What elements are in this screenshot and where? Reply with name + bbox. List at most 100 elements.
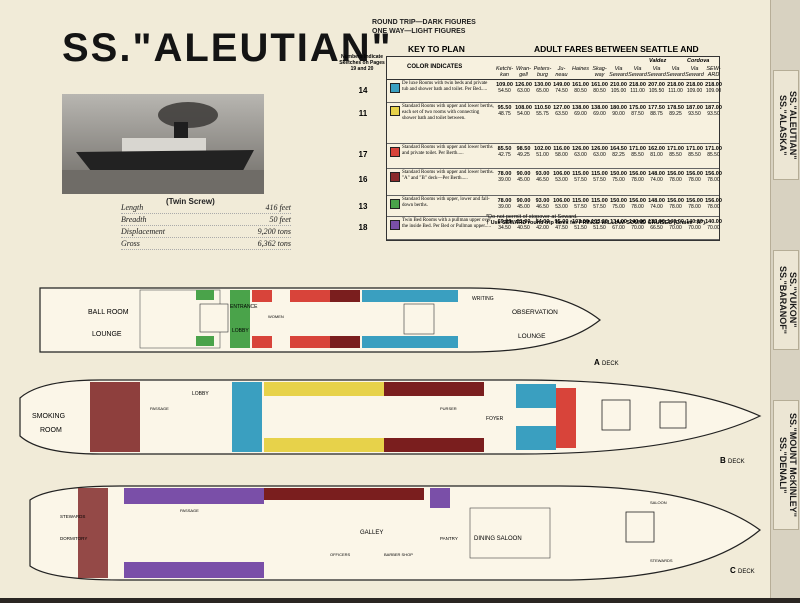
one-way-fare: 80.50 bbox=[574, 88, 587, 94]
one-way-fare: 48.75 bbox=[498, 111, 511, 117]
round-trip-fare: 95.00 bbox=[554, 219, 569, 225]
one-way-fare: 109.00 bbox=[686, 88, 703, 94]
cabin-blue bbox=[516, 384, 556, 408]
round-trip-fare: 178.50 bbox=[667, 105, 684, 111]
deck-b-word: DECK bbox=[728, 459, 745, 465]
one-way-fare: 63.50 bbox=[555, 111, 568, 117]
room-description: Standard Rooms with upper and lower bert… bbox=[402, 170, 494, 181]
one-way-fare: 42.00 bbox=[536, 225, 549, 231]
one-way-fare: 34.50 bbox=[498, 225, 511, 231]
room-ball-room: BALL ROOM bbox=[88, 309, 129, 316]
one-way-fare: 75.00 bbox=[612, 177, 625, 183]
sketch-number: 18 bbox=[358, 223, 368, 232]
one-way-fare: 66.50 bbox=[650, 225, 663, 231]
color-swatch bbox=[390, 147, 400, 157]
round-trip-fare: 140.00 bbox=[629, 219, 646, 225]
sketch-number: 13 bbox=[358, 202, 368, 211]
room-lobby: LOBBY bbox=[192, 391, 209, 397]
spec-label: Gross bbox=[121, 239, 140, 248]
one-way-fare: 78.00 bbox=[669, 177, 682, 183]
one-way-fare: 82.25 bbox=[612, 152, 625, 158]
round-trip-fare: 140.00 bbox=[686, 219, 703, 225]
one-way-fare: 85.50 bbox=[688, 152, 701, 158]
room-women: WOMEN bbox=[268, 314, 284, 319]
fare-column-header: Haines bbox=[571, 66, 590, 72]
one-way-fare: 47.50 bbox=[555, 225, 568, 231]
one-way-fare: 81.00 bbox=[650, 152, 663, 158]
one-way-fare: 55.75 bbox=[536, 111, 549, 117]
one-way-fare: 105.00 bbox=[610, 88, 627, 94]
deck-c-letter: C bbox=[730, 566, 736, 575]
fare-column-header: Peters-burg bbox=[533, 66, 552, 78]
cabin-red bbox=[290, 336, 330, 348]
round-trip-fare: 85.50 bbox=[497, 146, 512, 152]
cabin-red bbox=[290, 290, 330, 302]
tab-mckinley-denali[interactable]: SS."MOUNT McKINLEY" SS."DENALI" bbox=[773, 400, 799, 530]
one-way-fare: 93.50 bbox=[688, 111, 701, 117]
one-way-fare: 105.50 bbox=[648, 88, 665, 94]
tab-yukon-baranof[interactable]: SS."YUKON" SS."BARANOF" bbox=[773, 250, 799, 350]
stairwell bbox=[199, 303, 229, 333]
round-trip-fare: 103.00 bbox=[572, 219, 589, 225]
tab-aleutian-alaska[interactable]: SS."ALEUTIAN" SS."ALASKA" bbox=[773, 70, 799, 180]
one-way-fare: 70.00 bbox=[688, 225, 701, 231]
room-dining-saloon: DINING SALOON bbox=[474, 536, 522, 542]
color-swatch bbox=[390, 106, 400, 116]
color-swatch bbox=[390, 83, 400, 93]
cabin-yellow bbox=[264, 382, 384, 396]
round-trip-fare: 69.00 bbox=[497, 219, 512, 225]
round-trip-fare: 148.00 bbox=[648, 171, 665, 177]
round-trip-fare: 180.00 bbox=[610, 105, 627, 111]
round-trip-fare: 150.00 bbox=[610, 198, 627, 204]
color-indicates-header: COLOR INDICATES bbox=[407, 64, 463, 70]
round-trip-fare: 156.00 bbox=[705, 198, 722, 204]
round-trip-fare: 110.50 bbox=[534, 105, 551, 111]
round-trip-fare: 177.50 bbox=[648, 105, 665, 111]
fare-table-header: COLOR INDICATES Valdez Cordova Ketchi-ka… bbox=[387, 57, 721, 80]
deck-a-letter: A bbox=[594, 358, 600, 367]
one-way-fare: 57.50 bbox=[593, 177, 606, 183]
one-way-fare: 45.00 bbox=[517, 204, 530, 210]
round-trip-fare: 78.00 bbox=[497, 198, 512, 204]
ship-superstructure bbox=[122, 138, 206, 152]
cabin-maroon bbox=[384, 438, 484, 452]
sketch-number: 14 bbox=[358, 86, 368, 95]
cabin-maroon bbox=[90, 382, 140, 452]
one-way-fare: 46.50 bbox=[536, 204, 549, 210]
round-trip-fare: 116.00 bbox=[553, 146, 570, 152]
color-swatch bbox=[390, 220, 400, 230]
deck-a-label: A DECK bbox=[594, 358, 619, 367]
round-trip-fare: 126.00 bbox=[591, 146, 608, 152]
fare-row: 16 Standard Rooms with upper and lower be… bbox=[359, 169, 722, 196]
one-way-fare: 49.25 bbox=[517, 152, 530, 158]
one-way-fare: 65.00 bbox=[536, 88, 549, 94]
one-way-fare: 89.25 bbox=[669, 111, 682, 117]
footnote-seward: † Use SEWARD round trip fares for PRINCE… bbox=[486, 220, 707, 226]
sketch-number: 16 bbox=[358, 175, 368, 184]
round-trip-fare: 210.00 bbox=[610, 82, 627, 88]
round-trip-fare: 90.00 bbox=[516, 171, 531, 177]
round-trip-fare: 102.00 bbox=[534, 146, 551, 152]
